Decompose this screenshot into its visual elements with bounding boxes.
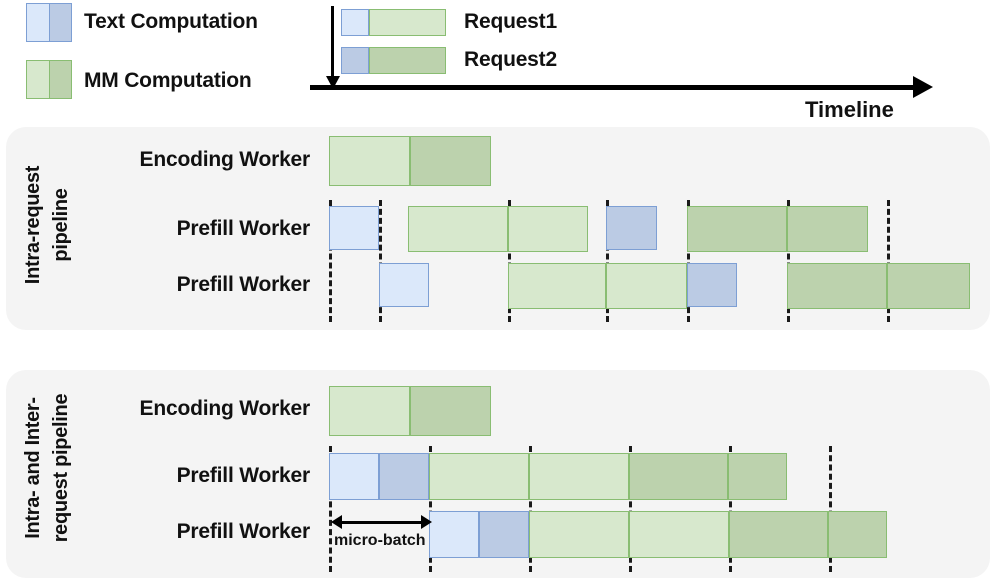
micro-batch-arrow-right-icon xyxy=(421,515,432,529)
panel2-encoding-bar xyxy=(329,386,491,436)
panel-intra-request-title-line1: Intra-request xyxy=(22,165,44,285)
panel2-row1-mm-light-block xyxy=(429,453,629,500)
bar-segment-mm-light xyxy=(629,511,729,558)
panel1-row2-mm-light-block xyxy=(508,263,687,309)
panel1-row1-text-dark-block xyxy=(606,206,657,250)
bar-segment-mm-dark xyxy=(629,453,729,500)
swatch-right-half xyxy=(49,61,71,98)
bar-segment-text-light xyxy=(329,453,379,500)
request1-label: Request1 xyxy=(464,10,557,33)
panel1-dash-tick xyxy=(508,200,511,322)
panel2-dash-tick xyxy=(729,446,732,572)
legend-label-mm-computation: MM Computation xyxy=(84,69,252,92)
panel2-dash-tick xyxy=(529,446,532,572)
panel2-row1-mm-dark-block xyxy=(629,453,787,500)
micro-batch-arrow-line xyxy=(336,520,425,524)
panel1-dash-tick xyxy=(687,200,690,322)
swatch-left-half xyxy=(27,4,49,41)
panel1-row2-mm-dark-block xyxy=(787,263,970,309)
panel2-row-label-encoding-worker: Encoding Worker xyxy=(139,397,311,420)
request1-key-bar xyxy=(341,9,446,36)
panel1-dash-tick xyxy=(606,200,609,322)
panel-intra-inter-title-line1: Intra- and Inter- xyxy=(22,397,44,539)
bar-segment-mm-dark xyxy=(410,136,491,186)
panel-intra-request-title-line2: pipeline xyxy=(50,188,72,262)
bar-segment-mm-light xyxy=(529,511,629,558)
panel1-dash-tick xyxy=(787,200,790,322)
panel1-row1-text-light-block xyxy=(329,206,379,250)
bar-segment-mm-dark xyxy=(687,206,787,252)
bar-segment-text-dark xyxy=(379,453,429,500)
timeline-axis xyxy=(310,85,915,90)
panel1-row1-mm-light-block xyxy=(408,206,588,252)
request1-text-segment xyxy=(341,9,369,36)
swatch-left-half xyxy=(27,61,49,98)
timeline-label: Timeline xyxy=(805,97,894,122)
panel1-row-label-prefill-worker-2: Prefill Worker xyxy=(176,273,311,296)
text-computation-swatch xyxy=(26,3,72,42)
bar-segment-mm-light xyxy=(605,263,687,309)
swatch-right-half xyxy=(49,4,71,41)
bar-segment-text-light xyxy=(429,511,479,558)
bar-segment-mm-light xyxy=(508,263,606,309)
bar-segment-mm-dark xyxy=(410,386,491,436)
panel1-dash-tick xyxy=(329,200,332,322)
bar-segment-mm-dark xyxy=(728,453,787,500)
panel1-row2-text-light-block xyxy=(379,263,429,307)
legend-label-text-computation: Text Computation xyxy=(84,10,258,33)
bar-segment-mm-light xyxy=(429,453,529,500)
panel1-dash-tick xyxy=(887,200,890,322)
panel1-encoding-bar xyxy=(329,136,491,186)
bar-segment-mm-light xyxy=(408,206,508,252)
micro-batch-label: micro-batch xyxy=(334,532,426,549)
bar-segment-mm-dark xyxy=(729,511,829,558)
request2-key-bar xyxy=(341,47,446,74)
request2-mm-segment xyxy=(369,47,446,74)
bar-segment-mm-light xyxy=(329,136,410,186)
panel2-dash-tick xyxy=(329,446,332,572)
panel2-dash-tick xyxy=(829,446,832,572)
mm-computation-swatch xyxy=(26,60,72,99)
panel1-row-label-prefill-worker-1: Prefill Worker xyxy=(176,217,311,240)
bar-segment-mm-light xyxy=(529,453,629,500)
panel2-row2-text-block xyxy=(429,511,529,558)
panel2-row1-text-block xyxy=(329,453,429,500)
bar-segment-mm-dark xyxy=(787,263,887,309)
bar-segment-mm-light xyxy=(507,206,588,252)
bar-segment-text-dark xyxy=(479,511,529,558)
panel1-row1-mm-dark-block xyxy=(687,206,868,252)
panel2-row2-mm-dark-block xyxy=(729,511,887,558)
timeline-origin-line xyxy=(331,6,334,78)
panel2-row-label-prefill-worker-2: Prefill Worker xyxy=(176,520,311,543)
panel1-row-label-encoding-worker: Encoding Worker xyxy=(139,148,311,171)
panel-intra-inter-title-line2: request pipeline xyxy=(50,393,72,543)
panel1-row2-text-dark-block xyxy=(687,263,737,307)
panel1-dash-tick xyxy=(379,200,382,322)
bar-segment-mm-light xyxy=(329,386,410,436)
request2-text-segment xyxy=(341,47,369,74)
bar-segment-mm-dark xyxy=(886,263,970,309)
request1-mm-segment xyxy=(369,9,446,36)
panel2-row-label-prefill-worker-1: Prefill Worker xyxy=(176,464,311,487)
panel2-dash-tick xyxy=(629,446,632,572)
panel2-row2-mm-light-block xyxy=(529,511,729,558)
request2-label: Request2 xyxy=(464,48,557,71)
bar-segment-mm-dark xyxy=(786,206,868,252)
panel2-dash-tick xyxy=(429,446,432,572)
timeline-axis-arrow-icon xyxy=(913,76,933,98)
bar-segment-mm-dark xyxy=(828,511,887,558)
